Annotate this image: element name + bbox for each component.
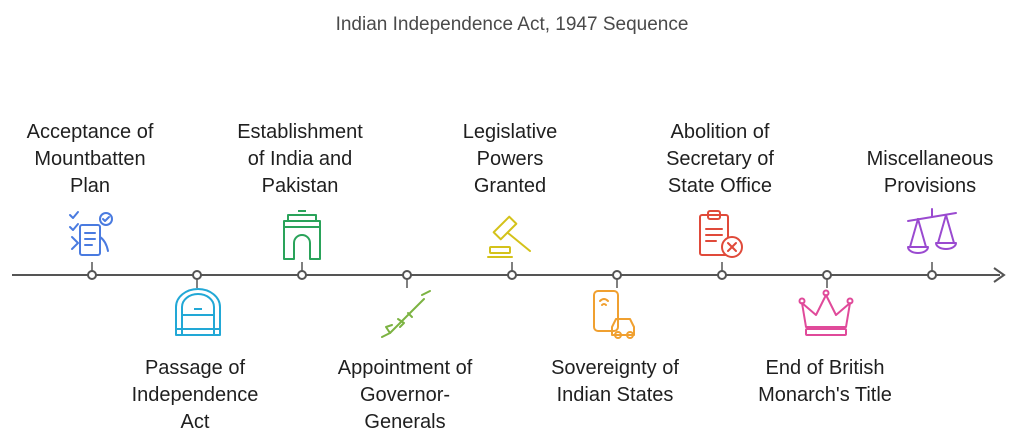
event-label-mountbatten-plan: Acceptance of Mountbatten Plan [26,121,154,197]
event-label-indian-states: Sovereignty of Indian States [551,357,679,406]
event-label-secretary-of-state: Abolition of Secretary of State Office [666,121,774,197]
timeline-arrowhead [993,267,1006,283]
vault-icon [175,288,221,336]
event-label-miscellaneous: Miscellaneous Provisions [866,148,994,197]
checklist-icon [69,211,113,256]
rifle-icon [381,290,431,338]
timeline-node [507,270,517,280]
timeline-node [717,270,727,280]
scales-icon [907,208,957,254]
event-label-india-pakistan: Establishment of India and Pakistan [237,121,363,197]
phone-car-icon [593,290,635,339]
timeline-node [927,270,937,280]
timeline-node [297,270,307,280]
timeline-node [402,270,412,280]
gavel-icon [487,215,531,258]
timeline-node [612,270,622,280]
clipboard-cancel-icon [699,210,743,258]
event-label-governor-generals: Appointment of Governor- Generals [337,357,473,433]
timeline-node [87,270,97,280]
event-label-legislative-powers: Legislative Powers Granted [462,121,558,197]
timeline-node [822,270,832,280]
crown-icon [798,289,854,336]
diagram-title: Indian Independence Act, 1947 Sequence [335,14,689,35]
timeline-node [192,270,202,280]
india-gate-icon [283,210,321,260]
event-label-independence-act: Passage of Independence Act [131,357,259,433]
event-label-british-monarch: End of British Monarch's Title [758,357,892,406]
